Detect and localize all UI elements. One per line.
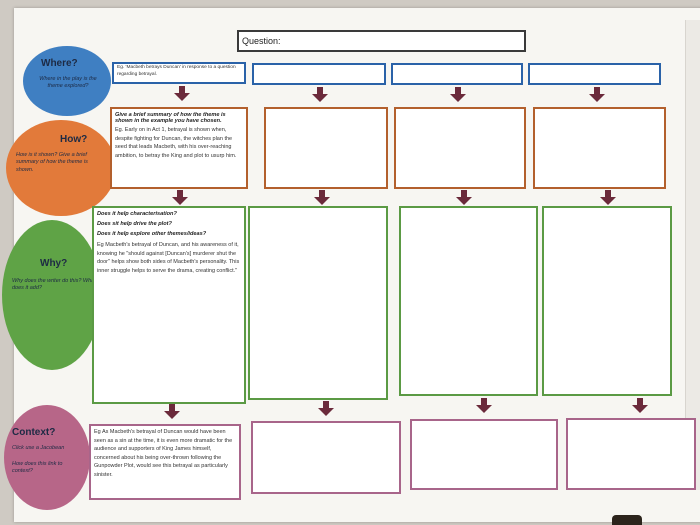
- arrow-down-icon: [456, 190, 472, 205]
- stacked-sheet-edge: [685, 20, 700, 490]
- context-example-text: Eg As Macbeth's betrayal of Duncan would…: [94, 429, 233, 478]
- arrow-down-icon: [314, 190, 330, 205]
- how-box-4[interactable]: [533, 107, 666, 189]
- how-example-text: Eg. Early on in Act 1, betrayal is shown…: [115, 127, 237, 159]
- question-label: Question:: [242, 36, 281, 46]
- where-subtitle: Where in the play is the theme explored?: [39, 76, 97, 90]
- why-box-1[interactable]: Does it help characterisation? Does sit …: [92, 206, 246, 404]
- how-box-1[interactable]: Give a brief summary of how the theme is…: [110, 107, 248, 189]
- arrow-down-icon: [450, 87, 466, 102]
- why-box-3[interactable]: [399, 206, 538, 396]
- arrow-down-icon: [318, 401, 334, 416]
- how-box-3[interactable]: [394, 107, 526, 189]
- why-box-2[interactable]: [248, 206, 388, 400]
- context-box-2[interactable]: [251, 421, 401, 494]
- where-box-1[interactable]: Eg. 'Macbeth betrays Duncan' in response…: [112, 62, 246, 84]
- context-box-4[interactable]: [566, 418, 696, 490]
- where-title: Where?: [41, 58, 78, 69]
- question-box[interactable]: Question:: [237, 30, 526, 52]
- why-prompt-2: Does sit help drive the plot?: [97, 221, 172, 227]
- context-subtitle-1: Click use a Jacobean: [12, 445, 65, 451]
- context-subtitle-2: How does this link to context?: [12, 461, 63, 475]
- arrow-down-icon: [164, 404, 180, 419]
- why-subtitle: Why does the writer do this? What does i…: [12, 278, 96, 292]
- how-subtitle: How is it shown? Give a brief summary of…: [16, 152, 88, 173]
- why-prompt-3: Does it help explore other themes/ideas?: [97, 231, 207, 237]
- why-prompt-1: Does it help characterisation?: [97, 211, 177, 217]
- how-box-2[interactable]: [264, 107, 388, 189]
- where-box-4[interactable]: [528, 63, 661, 85]
- where-circle: Where? Where in the play is the theme ex…: [23, 46, 111, 116]
- context-box-1[interactable]: Eg As Macbeth's betrayal of Duncan would…: [89, 424, 241, 500]
- why-circle: Why? Why does the writer do this? What d…: [2, 220, 102, 370]
- arrow-down-icon: [600, 190, 616, 205]
- how-circle: How? How is it shown? Give a brief summa…: [6, 120, 116, 216]
- arrow-down-icon: [476, 398, 492, 413]
- where-box-2[interactable]: [252, 63, 386, 85]
- arrow-down-icon: [632, 398, 648, 413]
- context-title: Context?: [12, 427, 56, 438]
- where-box-3[interactable]: [391, 63, 523, 85]
- how-title: How?: [60, 134, 88, 145]
- arrow-down-icon: [174, 86, 190, 101]
- context-circle: Context? Click use a Jacobean How does t…: [4, 405, 90, 510]
- why-box-4[interactable]: [542, 206, 672, 396]
- how-prompt: Give a brief summary of how the theme is…: [115, 112, 226, 124]
- pen-object: [612, 515, 642, 525]
- why-title: Why?: [40, 258, 68, 269]
- why-example-text: Eg Macbeth's betrayal of Duncan, and his…: [97, 242, 240, 274]
- context-box-3[interactable]: [410, 419, 558, 490]
- arrow-down-icon: [312, 87, 328, 102]
- arrow-down-icon: [589, 87, 605, 102]
- arrow-down-icon: [172, 190, 188, 205]
- where-example-text: Eg. 'Macbeth betrays Duncan' in response…: [117, 65, 236, 77]
